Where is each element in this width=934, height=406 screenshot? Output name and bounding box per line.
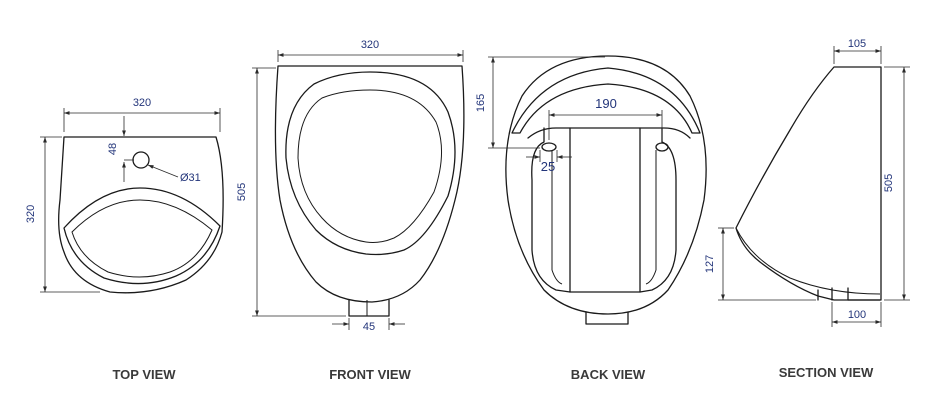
front-outlet [348, 299, 390, 317]
top-depth-label: 320 [25, 205, 37, 223]
top-view-bowl-inner [71, 199, 213, 278]
tap-offset-label: 48 [107, 143, 119, 155]
back-view: 165 190 25 BACK VIEW [475, 55, 707, 382]
front-width-label: 320 [361, 39, 379, 51]
top-view-bowl-outer [63, 187, 221, 285]
section-view-title: SECTION VIEW [779, 365, 874, 380]
back-left-channel [531, 127, 571, 293]
section-height-label: 505 [883, 174, 895, 192]
front-view: 320 505 45 FRONT VIEW [236, 39, 465, 382]
top-view-title: TOP VIEW [112, 367, 176, 382]
top-width-label: 320 [133, 97, 151, 109]
front-view-title: FRONT VIEW [329, 367, 411, 382]
top-view: 320 320 48 Ø31 TOP VIEW [25, 97, 224, 382]
left-fixing-hole [541, 142, 557, 152]
front-outlet-label: 45 [363, 321, 375, 333]
front-view-bowl-outer [285, 71, 456, 256]
top-view-body [58, 136, 224, 294]
section-bowl-curve [735, 227, 881, 295]
section-top-depth-label: 105 [848, 38, 866, 50]
section-outlet [817, 287, 881, 301]
tap-hole [132, 151, 150, 169]
back-top-rim [511, 67, 701, 134]
back-cavity [527, 127, 691, 139]
section-base-depth-label: 100 [848, 309, 866, 321]
back-right-channel [639, 127, 677, 293]
back-fixing-width-label: 25 [541, 159, 555, 174]
right-fixing-hole [655, 142, 669, 152]
front-height-label: 505 [236, 183, 248, 201]
section-view: 105 505 127 100 SECTION VIEW [704, 38, 910, 380]
back-view-title: BACK VIEW [571, 367, 646, 382]
back-bottom-bracket [585, 311, 629, 325]
section-view-body [735, 66, 882, 301]
back-view-body [505, 55, 707, 315]
back-left-channel-inner [551, 150, 563, 285]
section-lip-height-label: 127 [704, 255, 716, 273]
front-view-body [274, 65, 465, 303]
back-right-channel-inner [645, 150, 657, 285]
back-fixing-spacing-label: 190 [595, 96, 617, 111]
back-top-offset-label: 165 [475, 94, 487, 112]
front-view-bowl-inner [297, 89, 443, 243]
hole-diameter-label: Ø31 [180, 172, 201, 184]
